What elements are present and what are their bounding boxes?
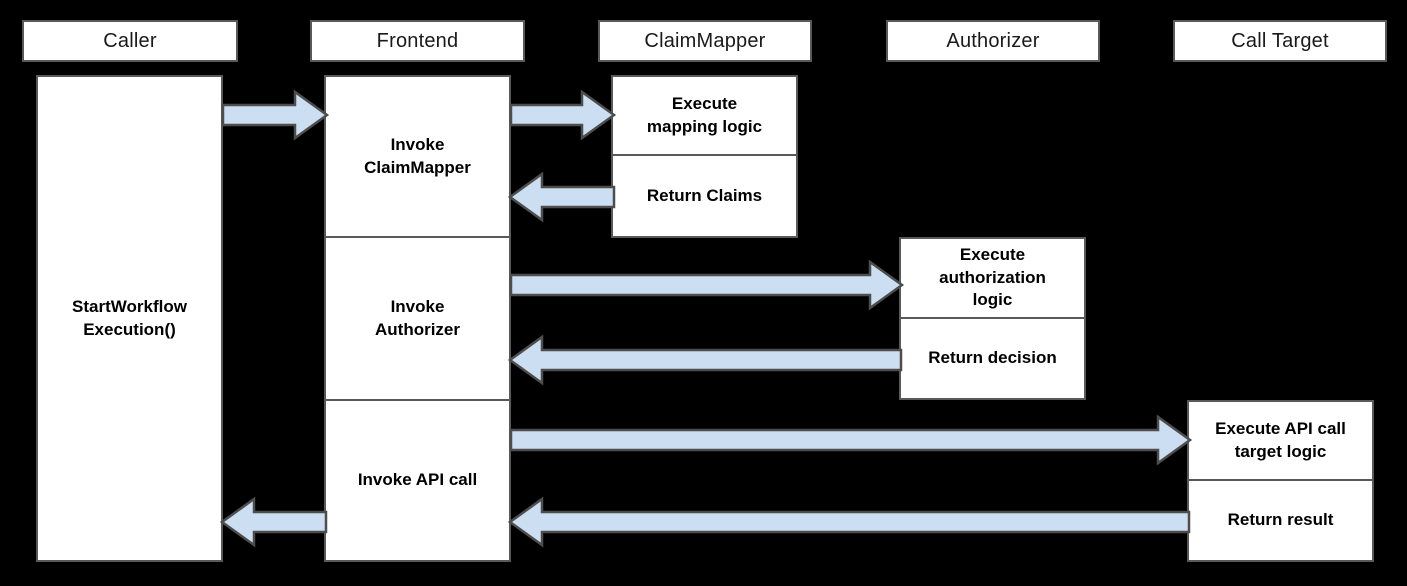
lane-header-authorizer-label: Authorizer: [946, 29, 1040, 52]
activation-claimmapper-return-claims[interactable]: Return Claims: [611, 155, 798, 238]
arrow-frontend-to-claimmapper: [509, 89, 617, 141]
activation-frontend-invoke-api-call[interactable]: Invoke API call: [324, 400, 511, 562]
arrow-frontend-to-authorizer: [509, 259, 905, 311]
activation-frontend-invoke-claimmapper[interactable]: Invoke ClaimMapper: [324, 75, 511, 237]
activation-calltarget-execute-api-call-target-logic[interactable]: Execute API call target logic: [1187, 400, 1374, 480]
activation-authorizer-execute-label: Execute authorization logic: [939, 245, 1046, 310]
activation-caller-start-workflow-execution[interactable]: StartWorkflow Execution(): [36, 75, 223, 562]
arrow-authorizer-to-frontend: [507, 334, 903, 386]
activation-authorizer-return-label: Return decision: [928, 348, 1057, 368]
activation-frontend-invoke-authorizer-label: Invoke Authorizer: [375, 297, 460, 339]
lane-header-call-target[interactable]: Call Target: [1173, 20, 1387, 62]
lane-header-claimmapper[interactable]: ClaimMapper: [598, 20, 812, 62]
lane-header-authorizer[interactable]: Authorizer: [886, 20, 1100, 62]
activation-claimmapper-execute-mapping-logic[interactable]: Execute mapping logic: [611, 75, 798, 155]
lane-header-call-target-label: Call Target: [1231, 29, 1329, 52]
arrow-frontend-to-caller: [219, 496, 328, 548]
activation-calltarget-return-result[interactable]: Return result: [1187, 480, 1374, 562]
activation-calltarget-return-label: Return result: [1227, 510, 1334, 530]
arrow-frontend-to-call-target: [509, 414, 1193, 466]
activation-claimmapper-return-label: Return Claims: [646, 185, 763, 205]
activation-frontend-invoke-claimmapper-label: Invoke ClaimMapper: [364, 135, 471, 177]
activation-frontend-invoke-api-call-label: Invoke API call: [357, 470, 478, 490]
lane-header-caller[interactable]: Caller: [22, 20, 238, 62]
activation-caller-label: StartWorkflow Execution(): [72, 297, 187, 339]
activation-claimmapper-execute-label: Execute mapping logic: [646, 94, 763, 136]
activation-authorizer-execute-authorization-logic[interactable]: Execute authorization logic: [899, 237, 1086, 318]
activation-calltarget-execute-label: Execute API call target logic: [1215, 419, 1346, 461]
activation-frontend-invoke-authorizer[interactable]: Invoke Authorizer: [324, 237, 511, 400]
lane-header-frontend[interactable]: Frontend: [310, 20, 525, 62]
arrow-caller-to-frontend: [221, 89, 330, 141]
lane-header-caller-label: Caller: [103, 29, 157, 52]
arrow-call-target-to-frontend: [507, 496, 1191, 548]
lane-header-claimmapper-label: ClaimMapper: [644, 29, 766, 52]
arrow-claimmapper-to-frontend: [507, 171, 616, 223]
lane-header-frontend-label: Frontend: [376, 29, 459, 52]
activation-authorizer-return-decision[interactable]: Return decision: [899, 318, 1086, 400]
